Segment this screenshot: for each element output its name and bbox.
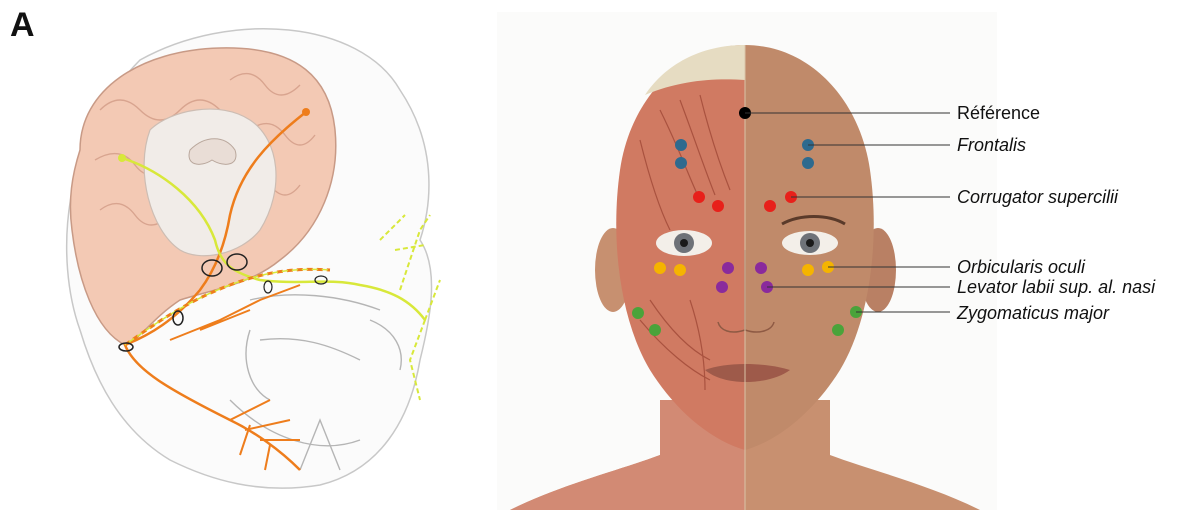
nerve-origin-dot-yellow (118, 154, 126, 162)
pupil-right (806, 239, 814, 247)
marker-corrugator-3 (764, 200, 776, 212)
label-orbicularis: Orbicularis oculi (957, 257, 1085, 278)
marker-zygomaticus-1 (632, 307, 644, 319)
marker-frontalis-2 (675, 157, 687, 169)
label-reference: Référence (957, 103, 1040, 124)
brain-section (144, 109, 276, 256)
marker-orbicularis-2 (674, 264, 686, 276)
marker-levator-3 (755, 262, 767, 274)
marker-corrugator-2 (712, 200, 724, 212)
marker-zygomaticus-2 (649, 324, 661, 336)
marker-frontalis-1 (675, 139, 687, 151)
marker-frontalis-4 (802, 157, 814, 169)
label-zygomaticus: Zygomaticus major (957, 303, 1109, 324)
panel-b-illustration (497, 12, 997, 510)
panel-a-illustration (67, 29, 440, 488)
marker-orbicularis-1 (654, 262, 666, 274)
nerve-origin-dot-orange (302, 108, 310, 116)
pupil-left (680, 239, 688, 247)
label-corrugator: Corrugator supercilii (957, 187, 1118, 208)
marker-levator-2 (716, 281, 728, 293)
label-levator: Levator labii sup. al. nasi (957, 277, 1155, 298)
marker-levator-1 (722, 262, 734, 274)
marker-zygomaticus-4 (832, 324, 844, 336)
marker-orbicularis-3 (802, 264, 814, 276)
label-frontalis: Frontalis (957, 135, 1026, 156)
marker-corrugator-1 (693, 191, 705, 203)
